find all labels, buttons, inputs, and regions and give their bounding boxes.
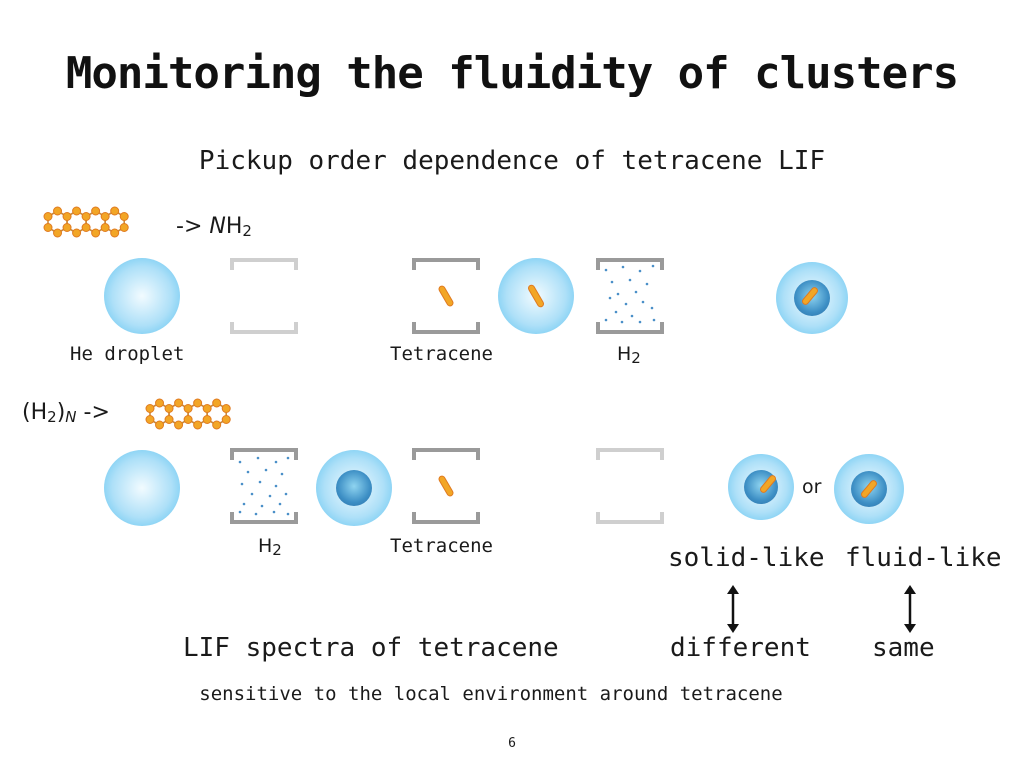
pickup-chamber-icon <box>230 258 298 338</box>
molecule-atom <box>202 404 212 413</box>
lif-spectra-label: LIF spectra of tetracene <box>183 633 559 663</box>
label-h2-sub: 2 <box>272 541 282 559</box>
molecule-atom <box>145 415 155 424</box>
label-h2: H2 <box>258 535 282 559</box>
subtitle: Pickup order dependence of tetracene LIF <box>198 146 826 176</box>
label-h2-sub: 2 <box>631 349 641 367</box>
helium-droplet-icon <box>728 454 794 520</box>
double-arrow-icon <box>723 585 743 633</box>
helium-droplet-icon <box>316 450 392 526</box>
molecule-atom <box>193 398 203 408</box>
same-label: same <box>872 633 935 663</box>
molecule-atom <box>193 420 203 430</box>
sensitivity-note: sensitive to the local environment aroun… <box>199 683 783 705</box>
pickup-chamber-icon <box>412 448 480 528</box>
different-label: different <box>670 633 811 663</box>
molecule-atom <box>91 206 101 216</box>
molecule-atom <box>81 223 91 232</box>
pickup-chamber-icon <box>230 448 298 528</box>
label-tetracene: Tetracene <box>390 535 493 557</box>
molecule-atom <box>53 228 63 238</box>
sequence1-h-sub: 2 <box>242 222 252 240</box>
molecule-atom <box>62 223 72 232</box>
solid-like-label: solid-like <box>668 543 825 573</box>
sequence2-close: ) <box>56 400 66 425</box>
helium-droplet-icon <box>104 258 180 334</box>
molecule-atom <box>72 228 82 238</box>
molecule-atom <box>62 212 72 221</box>
molecule-atom <box>119 223 129 232</box>
sequence2-open: (H <box>22 400 48 425</box>
molecule-atom <box>110 228 120 238</box>
pickup-chamber-icon <box>412 258 480 338</box>
molecule-atom <box>145 404 155 413</box>
helium-droplet-icon <box>834 454 904 524</box>
molecule-atom <box>91 228 101 238</box>
sequence2-label: (H2)N -> <box>22 400 110 426</box>
molecule-atom <box>43 223 53 232</box>
sequence1-h: H <box>225 214 243 239</box>
sequence2-n: N <box>65 408 77 426</box>
pickup-chamber-icon <box>596 448 664 528</box>
molecule-atom <box>202 415 212 424</box>
molecule-atom <box>174 420 184 430</box>
molecule-atom <box>155 398 165 408</box>
or-label: or <box>802 476 822 498</box>
h2-cluster-core <box>336 470 372 506</box>
sequence1-n: N <box>209 214 226 239</box>
label-he-droplet: He droplet <box>70 343 185 365</box>
label-tetracene: Tetracene <box>390 343 493 365</box>
tetracene-molecule-icon <box>136 395 268 437</box>
helium-droplet-icon <box>104 450 180 526</box>
molecule-atom <box>53 206 63 216</box>
molecule-atom <box>43 212 53 221</box>
pickup-chamber-icon <box>596 258 664 338</box>
molecule-atom <box>72 206 82 216</box>
page-number: 6 <box>508 736 516 751</box>
fluid-like-label: fluid-like <box>845 543 1002 573</box>
sequence1-arrow: -> <box>176 214 203 239</box>
molecule-atom <box>100 212 110 221</box>
molecule-atom <box>212 398 222 408</box>
molecule-atom <box>81 212 91 221</box>
molecule-atom <box>221 404 231 413</box>
molecule-atom <box>174 398 184 408</box>
label-h2: H2 <box>617 343 641 367</box>
sequence2-sub: 2 <box>47 408 57 426</box>
molecule-atom <box>164 415 174 424</box>
helium-droplet-icon <box>776 262 848 334</box>
molecule-atom <box>164 404 174 413</box>
label-h2-base: H <box>617 343 632 365</box>
molecule-atom <box>183 415 193 424</box>
helium-droplet-icon <box>498 258 574 334</box>
molecule-atom <box>221 415 231 424</box>
label-h2-base: H <box>258 535 273 557</box>
double-arrow-icon <box>900 585 920 633</box>
molecule-atom <box>183 404 193 413</box>
molecule-atom <box>119 212 129 221</box>
molecule-atom <box>100 223 110 232</box>
molecule-atom <box>110 206 120 216</box>
molecule-atom <box>155 420 165 430</box>
sequence1-label: -> NH2 <box>176 214 252 240</box>
sequence2-arrow: -> <box>83 400 110 425</box>
molecule-atom <box>212 420 222 430</box>
tetracene-molecule-icon <box>34 203 166 245</box>
page-title: Monitoring the fluidity of clusters <box>65 48 959 99</box>
